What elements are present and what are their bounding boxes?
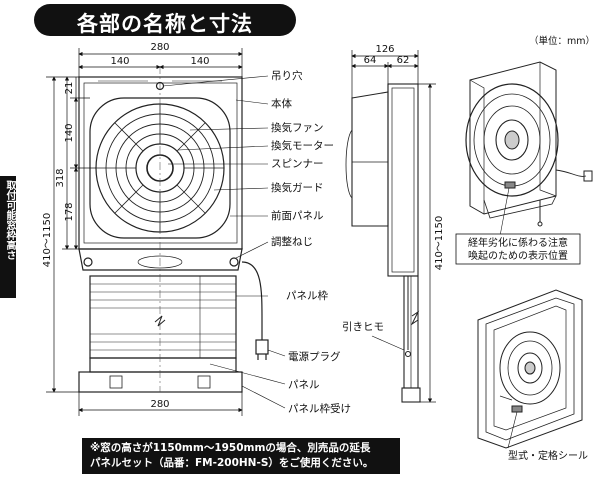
note-line-2: パネルセット（品番：FM-200HN-S）をご使用ください。 <box>90 457 374 469</box>
label-front-panel: 前面パネル <box>271 209 324 222</box>
side-label: 取付可能窓枠高さ <box>4 180 15 260</box>
adjust-screw-right <box>229 257 239 267</box>
panel-frame <box>89 275 237 359</box>
label-guard: 換気ガード <box>271 181 324 194</box>
power-plug <box>255 339 269 355</box>
label-spinner: スピンナー <box>271 158 324 170</box>
main-body <box>78 76 243 250</box>
dim-total-height: 410〜1150 <box>42 213 53 268</box>
note-line-1: ※窓の高さが1150mm〜1950mmの場合、別売品の延長 <box>90 442 371 454</box>
unit-label: （単位：mm） <box>529 35 595 47</box>
dim-left-140: 140 <box>64 123 75 142</box>
label-model-seal: 型式・定格シール <box>508 449 588 462</box>
front-view <box>78 76 269 393</box>
dim-half-left: 140 <box>110 56 129 67</box>
dim-front-width: 280 <box>150 42 169 53</box>
dim-side-64: 64 <box>364 55 377 66</box>
label-hanging-hole: 吊り穴 <box>271 69 303 82</box>
dim-bottom-width: 280 <box>150 399 169 410</box>
dim-left-318: 318 <box>55 168 66 187</box>
warning-label-line2: 喚起のための表示位置 <box>468 249 568 262</box>
back-perspective-view <box>477 289 583 449</box>
label-pull-cord: 引きヒモ <box>342 320 384 333</box>
note-box: ※窓の高さが1150mm〜1950mmの場合、別売品の延長 パネルセット（品番：… <box>82 438 400 474</box>
label-fan: 換気ファン <box>271 121 324 134</box>
side-view <box>345 83 421 403</box>
panel-frame-receiver <box>78 371 243 393</box>
dim-side-depth: 126 <box>375 44 394 55</box>
warning-label-box <box>455 233 581 265</box>
adjust-screw-left <box>83 257 93 267</box>
dim-left-178: 178 <box>64 202 75 221</box>
label-panel-frame-receiver: パネル枠受け <box>288 402 351 415</box>
power-cord <box>241 261 263 340</box>
dim-side-height: 410〜1150 <box>434 216 445 271</box>
perspective-view <box>465 61 593 227</box>
page-title: 各部の名称と寸法 <box>77 12 253 36</box>
dim-side-62: 62 <box>397 55 410 66</box>
label-panel-frame: パネル枠 <box>286 289 328 302</box>
label-panel: パネル <box>288 379 320 391</box>
dim-half-right: 140 <box>190 56 209 67</box>
label-body: 本体 <box>271 97 292 110</box>
dim-left-21: 21 <box>64 82 75 95</box>
label-power-plug: 電源プラグ <box>288 350 341 363</box>
warning-label-line1: 経年劣化に係わる注意 <box>468 236 568 249</box>
title-banner: 各部の名称と寸法 <box>34 4 296 36</box>
side-label-tab: 取付可能窓枠高さ <box>0 176 16 298</box>
label-adjust-screw: 調整ねじ <box>271 235 313 248</box>
label-motor: 換気モーター <box>271 139 334 152</box>
